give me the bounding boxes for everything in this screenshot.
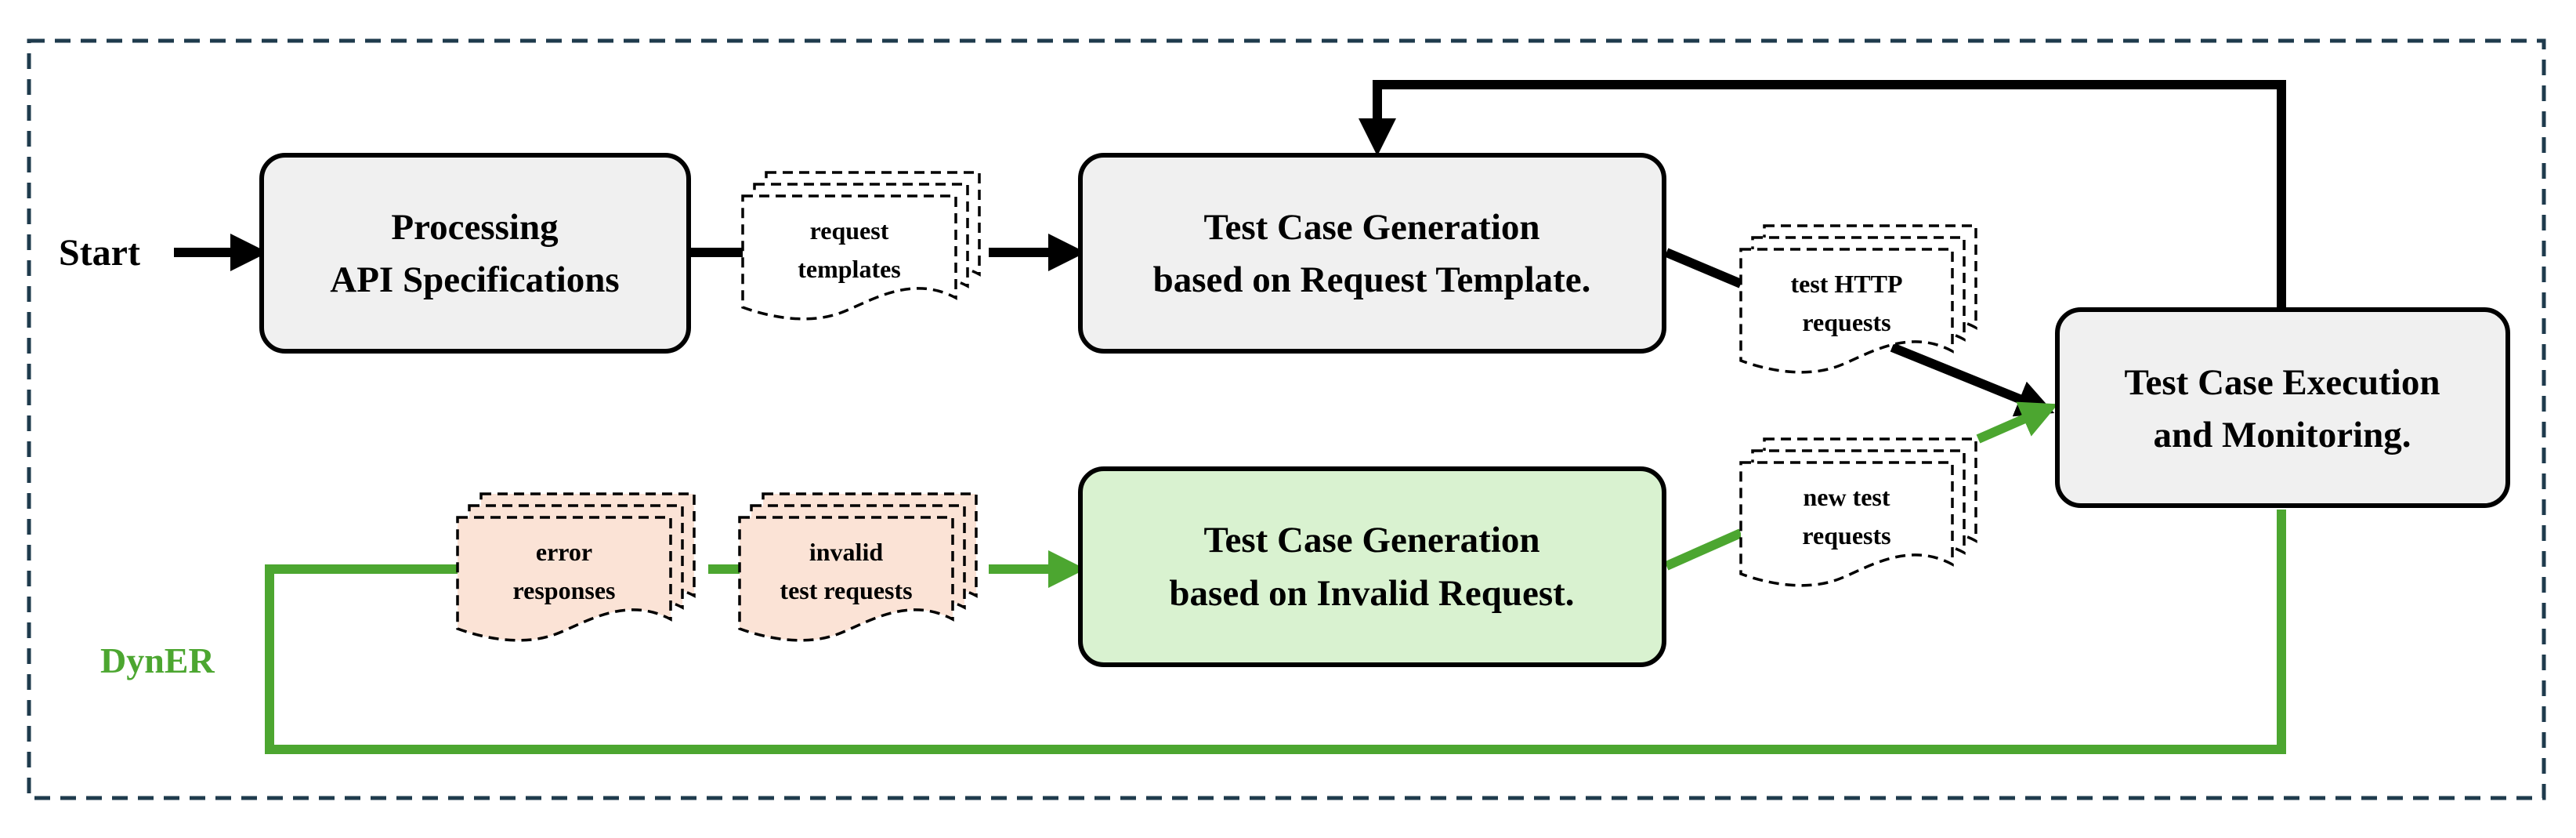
doc-request-templates-line1: request [810,216,889,245]
line-generation-to-new-test [1664,528,1743,571]
box-gen-template-line1: Test Case Generation [1203,207,1539,248]
dyner-label: DynER [100,640,215,680]
doc-invalid-test-requests-line2: test requests [780,576,912,604]
document-sheet [1739,461,1954,587]
box-gen-template-line2: based on Request Template. [1153,259,1591,300]
doc-request-templates-line2: templates [798,255,901,283]
doc-error-responses-line2: responses [513,576,616,604]
document-sheet [738,516,954,642]
doc-test-http-requests-line1: test HTTP [1790,270,1902,298]
doc-error-responses: error responses [456,492,696,642]
doc-test-http-requests-line2: requests [1802,308,1890,336]
doc-error-responses-line1: error [536,538,592,566]
dyner-loop-line [265,510,2286,754]
line-generation-to-test-http [1664,248,1743,288]
doc-new-test-requests: new test requests [1739,437,1977,587]
doc-new-test-requests-line1: new test [1803,483,1890,511]
doc-invalid-test-requests-line1: invalid [809,538,883,566]
box-generation-request-template: Test Case Generation based on Request Te… [1078,153,1666,354]
doc-test-http-requests: test HTTP requests [1739,224,1977,374]
arrow-test-http-to-execution [1890,343,2055,417]
outer-frame [27,38,2546,800]
box-execution-monitoring: Test Case Execution and Monitoring. [2055,307,2510,508]
box-processing-line2: API Specifications [330,259,619,300]
box-generation-invalid-request: Test Case Generation based on Invalid Re… [1078,466,1666,667]
document-sheet [741,194,957,321]
dyner-flow-connectors [265,401,2286,754]
document-sheet [456,516,672,642]
doc-request-templates: request templates [741,171,981,321]
main-flow-connectors [174,80,2286,417]
box-gen-invalid-line1: Test Case Generation [1203,520,1539,560]
box-gen-invalid-line2: based on Invalid Request. [1169,573,1574,614]
box-execution-line1: Test Case Execution [2125,362,2440,403]
arrow-execution-feedback-loop [1359,80,2286,310]
box-execution-line2: and Monitoring. [2153,415,2411,455]
doc-new-test-requests-line2: requests [1802,521,1890,550]
start-label: Start [59,232,140,274]
box-processing-line1: Processing [391,207,559,248]
box-processing-api-specifications: Processing API Specifications [259,153,691,354]
doc-invalid-test-requests: invalid test requests [738,492,978,642]
arrow-new-test-to-execution [1976,401,2058,444]
document-sheet [1739,248,1954,374]
